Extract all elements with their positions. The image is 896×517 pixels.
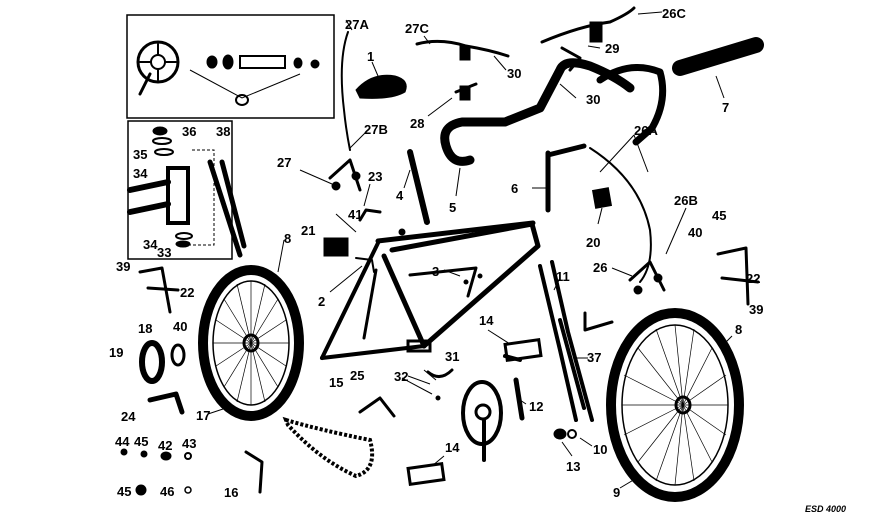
part-label: 27 [277, 155, 291, 170]
part-label: 22 [746, 271, 760, 286]
part-label: 13 [566, 459, 580, 474]
saddle [355, 74, 407, 99]
part-label: 36 [182, 124, 196, 139]
part-label: 30 [586, 92, 600, 107]
part-label: 38 [216, 124, 230, 139]
chainwheel-crank [461, 354, 525, 462]
part-label: 8 [735, 322, 742, 337]
part-label: 3 [432, 264, 439, 279]
brake-cables [340, 31, 652, 283]
part-label: 14 [479, 313, 494, 328]
inset-chainwheel-crank [126, 14, 335, 119]
stem [545, 143, 587, 213]
handlebar-grip [672, 37, 764, 76]
seat-post [407, 149, 430, 225]
part-label: 5 [449, 200, 456, 215]
part-label: 31 [445, 349, 459, 364]
brake-levers [415, 6, 636, 101]
part-label: 42 [158, 438, 172, 453]
part-label: 27C [405, 21, 429, 36]
derailleur-parts [139, 340, 454, 494]
part-label: 35 [133, 147, 147, 162]
drawing-code: ESD 4000 [805, 504, 846, 514]
front-caliper-brake [628, 260, 666, 295]
drop-handlebar [440, 58, 635, 166]
part-label: 26B [674, 193, 698, 208]
part-label: 27A [345, 17, 369, 32]
reflector [591, 187, 613, 209]
seat-clamp [323, 237, 375, 273]
part-label: 45 [117, 484, 131, 499]
part-label: 21 [301, 223, 315, 238]
part-label: 4 [396, 188, 404, 203]
part-label: 40 [173, 319, 187, 334]
part-label: 19 [109, 345, 123, 360]
part-label: 33 [157, 245, 171, 260]
part-label: 7 [722, 100, 729, 115]
part-label: 20 [586, 235, 600, 250]
part-label: 2 [318, 294, 325, 309]
part-label: 26 [593, 260, 607, 275]
part-label: 44 [115, 434, 130, 449]
leader-lines [207, 11, 733, 489]
rear-wheel [198, 265, 304, 421]
front-wheel [606, 308, 744, 502]
part-label: 24 [121, 409, 136, 424]
part-label: 15 [329, 375, 343, 390]
part-labels: 1 2 3 4 5 6 7 8 8 9 10 11 12 13 14 14 15… [109, 6, 763, 500]
part-label: 18 [138, 321, 152, 336]
part-label: 32 [394, 369, 408, 384]
part-label: 41 [348, 207, 362, 222]
front-fork [538, 260, 614, 422]
part-label: 39 [116, 259, 130, 274]
part-label: 16 [224, 485, 238, 500]
part-label: 23 [368, 169, 382, 184]
frame [320, 220, 541, 360]
part-label: 45 [134, 434, 148, 449]
part-label: 9 [613, 485, 620, 500]
part-label: 1 [367, 49, 374, 64]
part-label: 30 [507, 66, 521, 81]
pedals [406, 338, 543, 486]
part-label: 34 [133, 166, 148, 181]
part-label: 34 [143, 237, 158, 252]
part-label: 11 [556, 269, 570, 284]
part-label: 29 [605, 41, 619, 56]
part-label: 8 [284, 231, 291, 246]
part-label: 46 [160, 484, 174, 499]
riser-handlebar [596, 64, 667, 146]
rear-caliper-brake [328, 158, 382, 222]
part-label: 45 [712, 208, 726, 223]
part-label: 12 [529, 399, 543, 414]
part-label: 40 [688, 225, 702, 240]
part-label: 10 [593, 442, 607, 457]
part-label: 28 [410, 116, 424, 131]
part-label: 26A [634, 123, 658, 138]
part-label: 25 [350, 368, 364, 383]
part-label: 43 [182, 436, 196, 451]
part-label: 17 [196, 408, 210, 423]
part-label: 39 [749, 302, 763, 317]
chain [282, 416, 375, 479]
part-label: 22 [180, 285, 194, 300]
inset-fork-headset [127, 120, 247, 260]
part-label: 26C [662, 6, 686, 21]
part-label: 14 [445, 440, 460, 455]
part-label: 27B [364, 122, 388, 137]
part-label: 6 [511, 181, 518, 196]
mudguard-brackets [138, 246, 760, 314]
small-hardware [120, 228, 577, 496]
part-label: 37 [587, 350, 601, 365]
